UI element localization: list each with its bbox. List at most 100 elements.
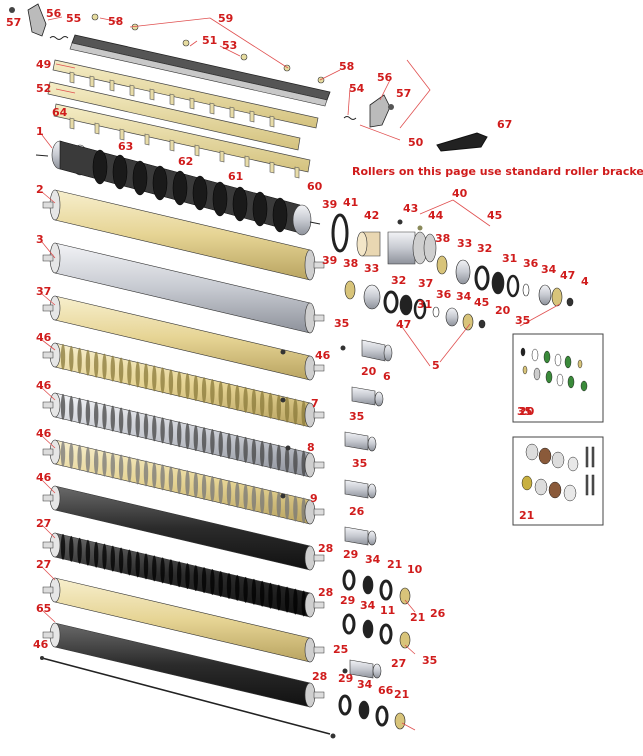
- plate-64: [53, 103, 311, 173]
- callout-label: 47: [396, 318, 411, 331]
- callout-label: 20: [361, 365, 377, 378]
- callout-label: 28: [312, 670, 327, 683]
- callout-label: 45: [487, 209, 502, 222]
- seal-stacks: [338, 569, 411, 730]
- callout-label: 33: [364, 262, 379, 275]
- inset-20: 20: [512, 333, 604, 423]
- callout-label: 47: [560, 269, 575, 282]
- callout-label: 65: [36, 602, 51, 615]
- callout-label: 35: [517, 405, 532, 418]
- callout-label: 35: [352, 457, 367, 470]
- callout-label: 55: [66, 12, 81, 25]
- callout-label: 31: [417, 298, 432, 311]
- plate-52: [47, 81, 301, 151]
- callout-label: 41: [343, 196, 358, 209]
- callout-label: 27: [36, 558, 51, 571]
- roller-8: [42, 485, 325, 571]
- inset-21: 21: [512, 436, 604, 526]
- callout-label: 34: [357, 678, 373, 691]
- callout-label: 33: [457, 237, 472, 250]
- callout-label: 67: [497, 118, 512, 131]
- inset-20-label: 20: [519, 405, 535, 418]
- page-note: Rollers on this page use standard roller…: [352, 165, 643, 178]
- callout-label: 57: [396, 87, 411, 100]
- callout-label: 42: [364, 209, 379, 222]
- callout-label: 37: [36, 285, 51, 298]
- callout-label: 57: [6, 16, 21, 29]
- callout-label: 29: [343, 548, 358, 561]
- callout-label: 31: [502, 252, 517, 265]
- inset-21-label: 21: [519, 509, 534, 522]
- shaft-65: [41, 657, 331, 735]
- callout-label: 60: [307, 180, 323, 193]
- callout-label: 21: [410, 611, 425, 624]
- callout-label: 64: [52, 106, 68, 119]
- callout-label: 39: [322, 198, 337, 211]
- callout-label: 61: [228, 170, 243, 183]
- callout-label: 27: [36, 517, 51, 530]
- callout-label: 29: [340, 594, 355, 607]
- callout-label: 35: [349, 410, 364, 423]
- callout-label: 54: [349, 82, 365, 95]
- callout-label: 43: [403, 202, 418, 215]
- bracket-56-left: [27, 3, 47, 37]
- callout-label: 46: [36, 331, 52, 344]
- callout-label: 52: [36, 82, 51, 95]
- leader-lines: [41, 16, 561, 731]
- callout-label: 26: [349, 505, 365, 518]
- plate-49: [52, 59, 319, 129]
- callout-label: 7: [311, 397, 319, 410]
- callout-label: 36: [523, 257, 539, 270]
- top-bar-assembly: [9, 3, 488, 179]
- callout-label: 39: [322, 254, 337, 267]
- callout-label: 32: [391, 274, 406, 287]
- callout-label: 46: [36, 427, 52, 440]
- callout-label: 35: [334, 317, 349, 330]
- bar-53: [69, 42, 328, 107]
- callout-label: 50: [408, 136, 424, 149]
- bearing-stack-lower: [344, 280, 486, 331]
- callout-label: 34: [541, 263, 557, 276]
- callout-label: 59: [218, 12, 233, 25]
- callout-label: 40: [452, 187, 468, 200]
- callout-label: 49: [36, 58, 51, 71]
- callout-label: 38: [435, 232, 450, 245]
- roller-7: [42, 439, 325, 525]
- callout-label: 34: [365, 553, 381, 566]
- callout-label: 11: [380, 604, 395, 617]
- callout-label: 35: [422, 654, 437, 667]
- callout-label: 25: [333, 643, 348, 656]
- callout-label: 58: [108, 15, 123, 28]
- callout-label: 27: [391, 657, 406, 670]
- callout-label: 62: [178, 155, 193, 168]
- callout-label: 21: [394, 688, 409, 701]
- callout-label: 56: [377, 71, 393, 84]
- roller-1: [35, 140, 321, 236]
- callout-label: 29: [338, 672, 353, 685]
- callout-label: 53: [222, 39, 237, 52]
- callout-label: 8: [307, 441, 315, 454]
- roller-2: [42, 189, 325, 281]
- bearing-stack-upper: [331, 213, 574, 307]
- callout-label: 20: [495, 304, 511, 317]
- callout-label: 37: [418, 277, 433, 290]
- callout-label: 46: [36, 471, 52, 484]
- callout-label: 34: [360, 599, 376, 612]
- callout-label: 6: [383, 370, 391, 383]
- callout-label: 4: [581, 275, 589, 288]
- roller-5: [42, 342, 325, 428]
- callout-label: 58: [339, 60, 354, 73]
- callout-label: 46: [36, 379, 52, 392]
- callout-label: 38: [343, 257, 358, 270]
- roller-9: [42, 532, 325, 618]
- callout-label: 10: [407, 563, 423, 576]
- callout-label: 32: [477, 242, 492, 255]
- callout-label: 9: [310, 492, 318, 505]
- rollers-group: [42, 189, 325, 708]
- callout-label: 26: [430, 607, 446, 620]
- callout-label: 5: [432, 359, 440, 372]
- callout-label: 45: [474, 296, 489, 309]
- roller-10: [42, 577, 325, 663]
